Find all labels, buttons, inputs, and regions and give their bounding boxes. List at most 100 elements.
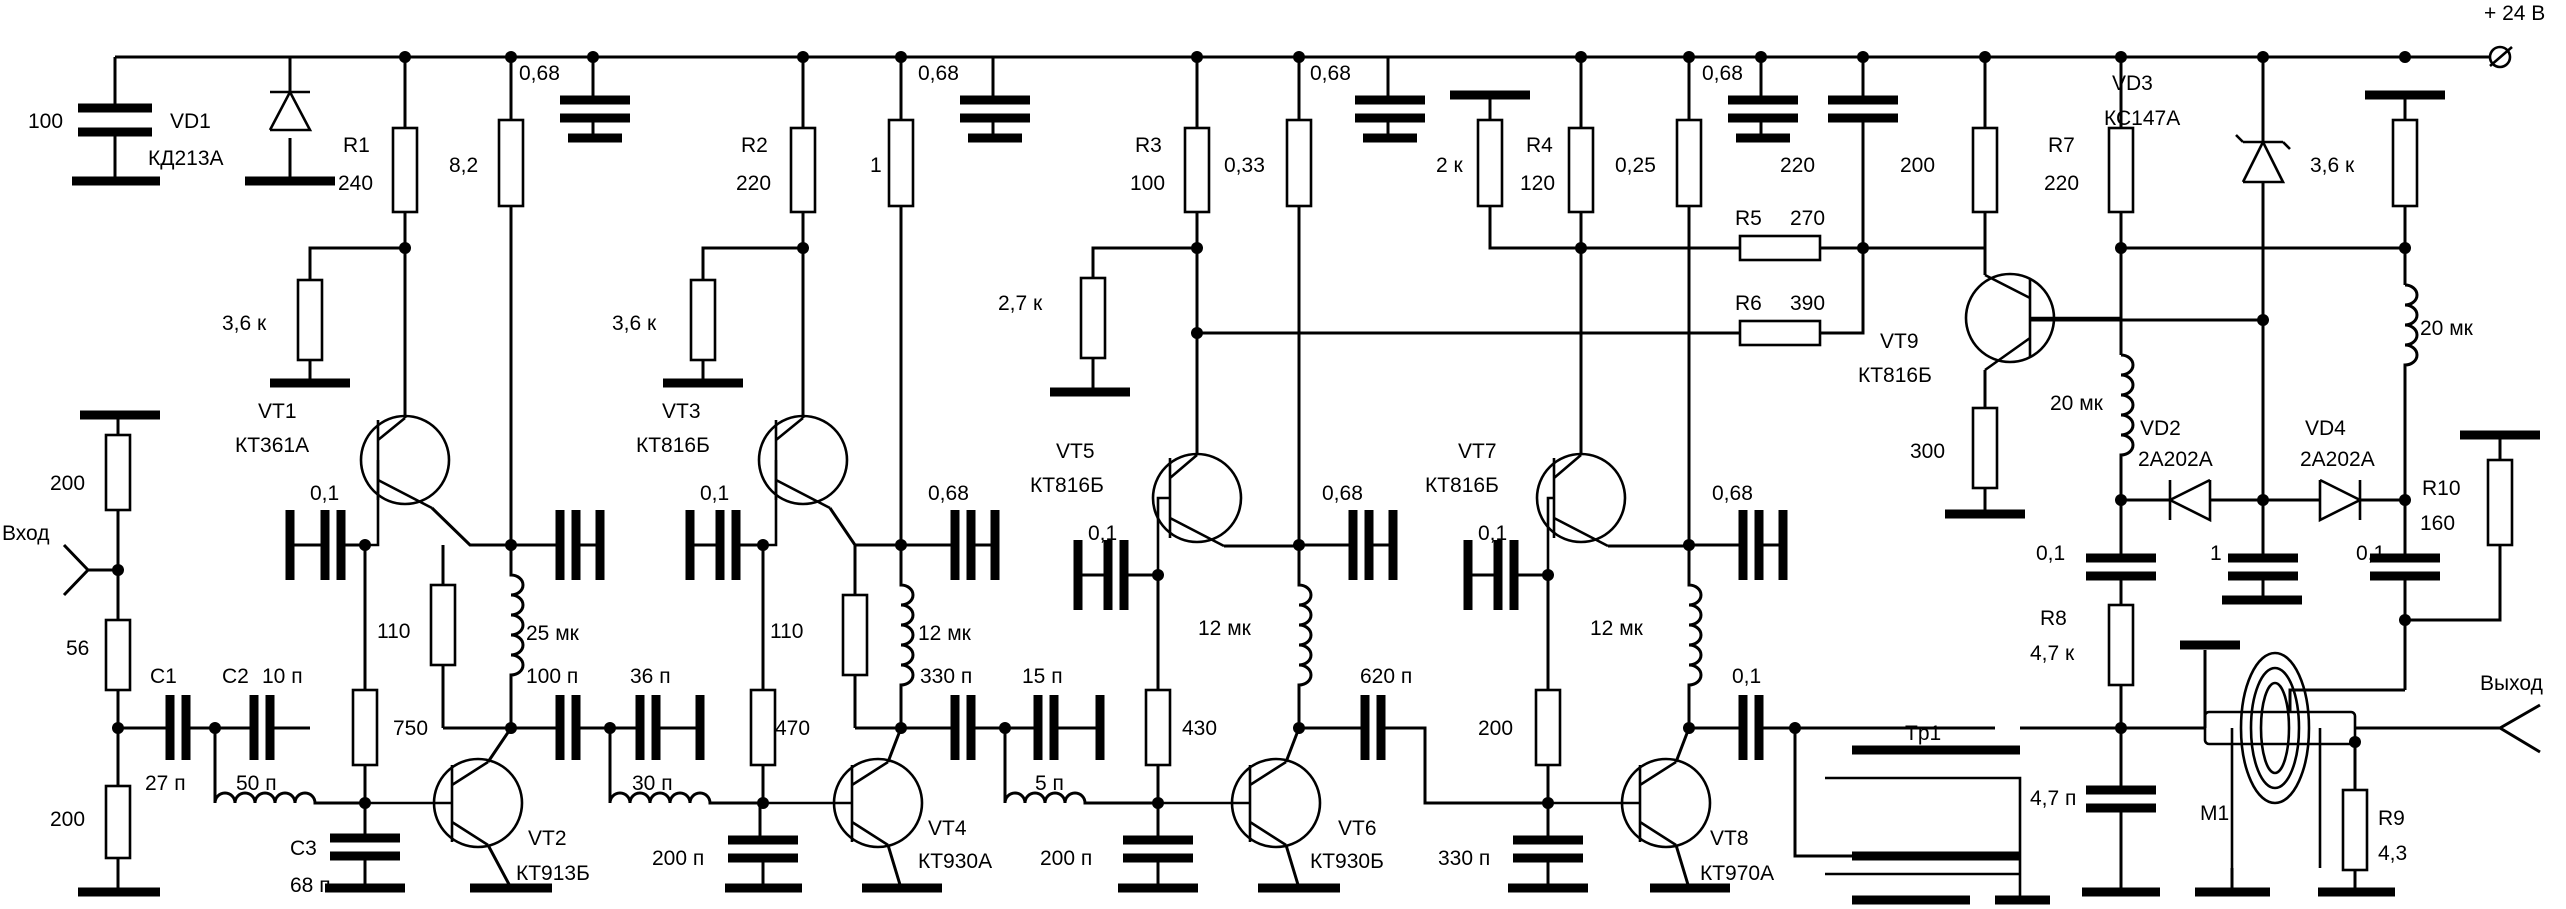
stage1: R1 240 3,6 к 8,2 0,68 VT1 КТ361А <box>222 57 760 897</box>
input-network: Вход 200 56 200 C1 27 п C2 10 п 50 п <box>2 410 362 897</box>
svg-text:R1: R1 <box>343 134 370 157</box>
svg-text:0,68: 0,68 <box>1310 62 1351 85</box>
input-label: Вход <box>2 522 50 545</box>
vt1-transistor: VT1 КТ361А <box>235 400 451 547</box>
junctions-rail <box>399 51 2411 63</box>
svg-text:620 п: 620 п <box>1360 665 1412 688</box>
svg-text:0,68: 0,68 <box>519 62 560 85</box>
svg-text:0,68: 0,68 <box>928 482 969 505</box>
svg-text:100: 100 <box>28 110 63 133</box>
svg-text:0,68: 0,68 <box>918 62 959 85</box>
output-label: Выход <box>2480 672 2543 695</box>
svg-text:20 мк: 20 мк <box>2050 392 2104 415</box>
vt7-transistor: VT7 КТ816Б <box>1425 440 1627 575</box>
svg-text:200: 200 <box>1900 154 1935 177</box>
svg-text:КТ816Б: КТ816Б <box>1425 474 1499 497</box>
svg-text:КТ970А: КТ970А <box>1700 862 1774 885</box>
svg-text:1: 1 <box>2210 542 2222 565</box>
svg-text:VD4: VD4 <box>2305 417 2346 440</box>
svg-text:VT1: VT1 <box>258 400 297 423</box>
svg-text:0,68: 0,68 <box>1702 62 1743 85</box>
svg-text:100 п: 100 п <box>526 665 578 688</box>
svg-text:120: 120 <box>1520 172 1555 195</box>
svg-text:VD3: VD3 <box>2112 72 2153 95</box>
svg-text:VT4: VT4 <box>928 817 967 840</box>
svg-text:VT7: VT7 <box>1458 440 1497 463</box>
svg-text:12 мк: 12 мк <box>1198 617 1252 640</box>
svg-text:27 п: 27 п <box>145 772 186 795</box>
svg-text:КТ930Б: КТ930Б <box>1310 850 1384 873</box>
stage2: R2 220 3,6 к 1 0,68 VT3 КТ816Б 0,1 <box>612 57 1158 893</box>
svg-text:15 п: 15 п <box>1022 665 1063 688</box>
svg-text:200: 200 <box>50 808 85 831</box>
svg-text:470: 470 <box>775 717 810 740</box>
svg-text:C1: C1 <box>150 665 177 688</box>
tp1-label: Tp1 <box>1905 722 1941 745</box>
svg-text:0,1: 0,1 <box>1088 522 1117 545</box>
vt2-transistor: VT2 КТ913Б <box>365 757 590 885</box>
svg-text:VD2: VD2 <box>2140 417 2181 440</box>
svg-text:220: 220 <box>2044 172 2079 195</box>
svg-text:VD1: VD1 <box>170 110 211 133</box>
svg-text:220: 220 <box>1780 154 1815 177</box>
vt3-transistor: VT3 КТ816Б <box>636 400 849 547</box>
svg-text:0,68: 0,68 <box>1712 482 1753 505</box>
svg-text:330 п: 330 п <box>1438 847 1490 870</box>
svg-text:390: 390 <box>1790 292 1825 315</box>
m1-meter: M1 <box>2200 651 2357 868</box>
svg-text:25 мк: 25 мк <box>526 622 580 645</box>
svg-text:0,1: 0,1 <box>2036 542 2065 565</box>
svg-text:160: 160 <box>2420 512 2455 535</box>
power-label: + 24 В <box>2484 2 2545 25</box>
svg-text:0,1: 0,1 <box>700 482 729 505</box>
svg-text:100: 100 <box>1130 172 1165 195</box>
svg-text:VT9: VT9 <box>1880 330 1919 353</box>
svg-text:0,1: 0,1 <box>310 482 339 505</box>
svg-text:12 мк: 12 мк <box>918 622 972 645</box>
power-rail: + 24 В <box>115 2 2545 69</box>
bias-regulator: 220 R5 270 R6 390 200 VT9 КТ816Б 300 R7 … <box>1197 57 2540 897</box>
svg-text:20 мк: 20 мк <box>2420 317 2474 340</box>
vt5-transistor: VT5 КТ816Б <box>1030 440 1243 575</box>
svg-text:КТ816Б: КТ816Б <box>1030 474 1104 497</box>
svg-text:2А202А: 2А202А <box>2300 448 2375 471</box>
vd1-diode: VD1 КД213А <box>148 57 335 186</box>
svg-text:430: 430 <box>1182 717 1217 740</box>
svg-text:КТ930А: КТ930А <box>918 850 992 873</box>
svg-text:R4: R4 <box>1526 134 1553 157</box>
svg-text:0,1: 0,1 <box>2356 542 2385 565</box>
svg-text:240: 240 <box>338 172 373 195</box>
svg-text:R7: R7 <box>2048 134 2075 157</box>
svg-text:R8: R8 <box>2040 607 2067 630</box>
svg-text:0,25: 0,25 <box>1615 154 1656 177</box>
svg-text:12 мк: 12 мк <box>1590 617 1644 640</box>
svg-text:200 п: 200 п <box>652 847 704 870</box>
svg-text:R5: R5 <box>1735 207 1762 230</box>
svg-text:2,7 к: 2,7 к <box>998 292 1043 315</box>
svg-text:300: 300 <box>1910 440 1945 463</box>
svg-text:КД213А: КД213А <box>148 147 224 170</box>
svg-text:КТ816Б: КТ816Б <box>1858 364 1932 387</box>
svg-text:R6: R6 <box>1735 292 1762 315</box>
vt9-transistor: VT9 КТ816Б <box>1858 272 2121 387</box>
stage3: R3 100 2,7 к 0,33 0,68 VT5 КТ816Б 0,1 <box>998 57 1500 893</box>
stage4: 2 к R4 120 0,25 0,68 VT7 КТ816Б 0,1 20 <box>1425 57 1798 893</box>
svg-text:VT6: VT6 <box>1338 817 1377 840</box>
svg-text:220: 220 <box>736 172 771 195</box>
svg-text:68 п: 68 п <box>290 874 331 897</box>
svg-text:330 п: 330 п <box>920 665 972 688</box>
svg-text:C3: C3 <box>290 837 317 860</box>
power-terminal <box>2488 45 2512 69</box>
svg-text:3,6 к: 3,6 к <box>612 312 657 335</box>
vt6-transistor: VT6 КТ930Б <box>1158 757 1384 873</box>
svg-text:0,33: 0,33 <box>1224 154 1265 177</box>
svg-text:3,6 к: 3,6 к <box>2310 154 2355 177</box>
svg-text:КТ361А: КТ361А <box>235 434 309 457</box>
svg-text:VT2: VT2 <box>528 827 567 850</box>
svg-text:КС147А: КС147А <box>2104 107 2180 130</box>
supply-capacitor: 100 <box>28 57 160 186</box>
svg-text:R2: R2 <box>741 134 768 157</box>
vt4-transistor: VT4 КТ930А <box>763 757 992 873</box>
svg-text:200 п: 200 п <box>1040 847 1092 870</box>
svg-text:5 п: 5 п <box>1035 772 1064 795</box>
